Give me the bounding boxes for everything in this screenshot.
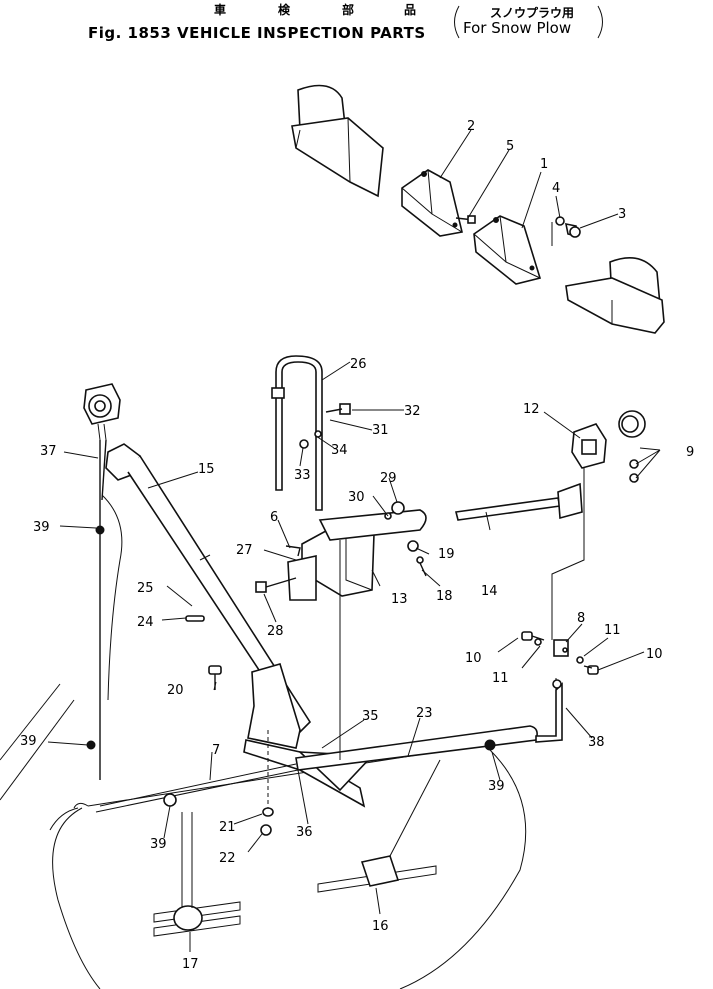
wire-harness-37 <box>86 439 123 780</box>
callout-labels: 1 2 3 4 5 6 7 8 9 10 10 11 11 12 13 14 1… <box>20 119 694 972</box>
kanji-char: 車 <box>214 2 226 17</box>
bolt-10-left <box>521 631 545 641</box>
subtitle-en: For Snow Plow <box>463 19 571 37</box>
figure-title: Fig. 1853 VEHICLE INSPECTION PARTS <box>88 24 426 42</box>
clip-6 <box>285 545 301 557</box>
callout-39: 39 <box>150 837 167 852</box>
callout-12: 12 <box>523 402 540 417</box>
washer-11-right <box>576 656 584 664</box>
mount-bracket-13 <box>287 509 427 601</box>
callout-36: 36 <box>296 825 313 840</box>
callout-31: 31 <box>372 423 389 438</box>
header: 車 検 部 品 Fig. 1853 VEHICLE INSPECTION PAR… <box>88 2 603 42</box>
callout-2: 2 <box>467 119 475 134</box>
callout-18: 18 <box>436 589 453 604</box>
bracket-rod-14 <box>455 468 585 640</box>
clamp-39-rod <box>484 739 496 751</box>
close-paren <box>597 5 603 39</box>
callout-15: 15 <box>198 462 215 477</box>
bolt-28 <box>255 577 297 593</box>
lamp-37 <box>83 383 121 441</box>
upper-right-fender-outline <box>565 256 665 334</box>
callout-26: 26 <box>350 357 367 372</box>
joint-block-8 <box>553 639 569 657</box>
nut-29 <box>391 501 405 515</box>
callout-20: 20 <box>167 683 184 698</box>
callout-38: 38 <box>588 735 605 750</box>
bolt-5 <box>455 215 476 224</box>
callout-14: 14 <box>481 584 498 599</box>
bolt-18 <box>416 556 427 577</box>
callout-6: 6 <box>270 510 278 525</box>
leader-lines <box>47 129 661 952</box>
bolt-10-right <box>583 665 599 675</box>
callout-1: 1 <box>540 157 548 172</box>
callout-39: 39 <box>20 734 37 749</box>
kanji-char: 品 <box>404 3 416 17</box>
callout-3: 3 <box>618 207 626 222</box>
bolt-3 <box>564 222 581 238</box>
callout-23: 23 <box>416 706 433 721</box>
callout-9: 9 <box>686 445 694 460</box>
callout-7: 7 <box>212 743 220 758</box>
callout-39: 39 <box>488 779 505 794</box>
upper-left-fender-outline <box>291 84 384 198</box>
callout-24: 24 <box>137 615 154 630</box>
clamp-39-lower <box>163 793 177 807</box>
bolt-32 <box>325 403 351 415</box>
lamp-bracket-2 <box>401 169 463 237</box>
band-16 <box>317 759 441 893</box>
subtitle-jp: スノウプラウ用 <box>490 5 574 20</box>
open-paren <box>454 5 460 39</box>
callout-8: 8 <box>577 611 585 626</box>
callout-13: 13 <box>391 592 408 607</box>
nut-22 <box>260 824 272 836</box>
callout-30: 30 <box>348 490 365 505</box>
kanji-char: 検 <box>278 2 291 17</box>
washer-11-left <box>534 638 542 646</box>
callout-28: 28 <box>267 624 284 639</box>
callout-37: 37 <box>40 444 57 459</box>
support-arm-15 <box>105 443 312 734</box>
lamp-bracket-1 <box>473 215 542 285</box>
washer-34 <box>314 430 322 438</box>
callout-34: 34 <box>331 443 348 458</box>
callout-5: 5 <box>506 139 514 154</box>
callout-10-right: 10 <box>646 647 663 662</box>
lamp-12 <box>571 423 607 469</box>
callout-25: 25 <box>137 581 154 596</box>
nut-33 <box>299 439 309 449</box>
callout-10-left: 10 <box>465 651 482 666</box>
callout-11-right: 11 <box>604 623 621 638</box>
bracket-plate-35 <box>243 663 374 808</box>
callout-4: 4 <box>552 181 560 196</box>
callout-11-left: 11 <box>492 671 509 686</box>
callout-17: 17 <box>182 957 199 972</box>
callout-27: 27 <box>236 543 253 558</box>
washer-21 <box>262 807 274 817</box>
callout-21: 21 <box>219 820 236 835</box>
callout-33: 33 <box>294 468 311 483</box>
callout-32: 32 <box>404 404 421 419</box>
callout-22: 22 <box>219 851 236 866</box>
pin-24 <box>185 615 205 622</box>
callout-19: 19 <box>438 547 455 562</box>
callout-35: 35 <box>362 709 379 724</box>
callout-39: 39 <box>33 520 50 535</box>
nut-19 <box>407 540 419 552</box>
rod-38 <box>535 678 563 743</box>
callout-16: 16 <box>372 919 389 934</box>
handrail-26 <box>271 355 323 511</box>
washer-4 <box>555 216 565 226</box>
callout-29: 29 <box>380 471 397 486</box>
band-17 <box>153 812 241 937</box>
gauge-9 <box>618 410 646 483</box>
kanji-char: 部 <box>342 2 354 17</box>
